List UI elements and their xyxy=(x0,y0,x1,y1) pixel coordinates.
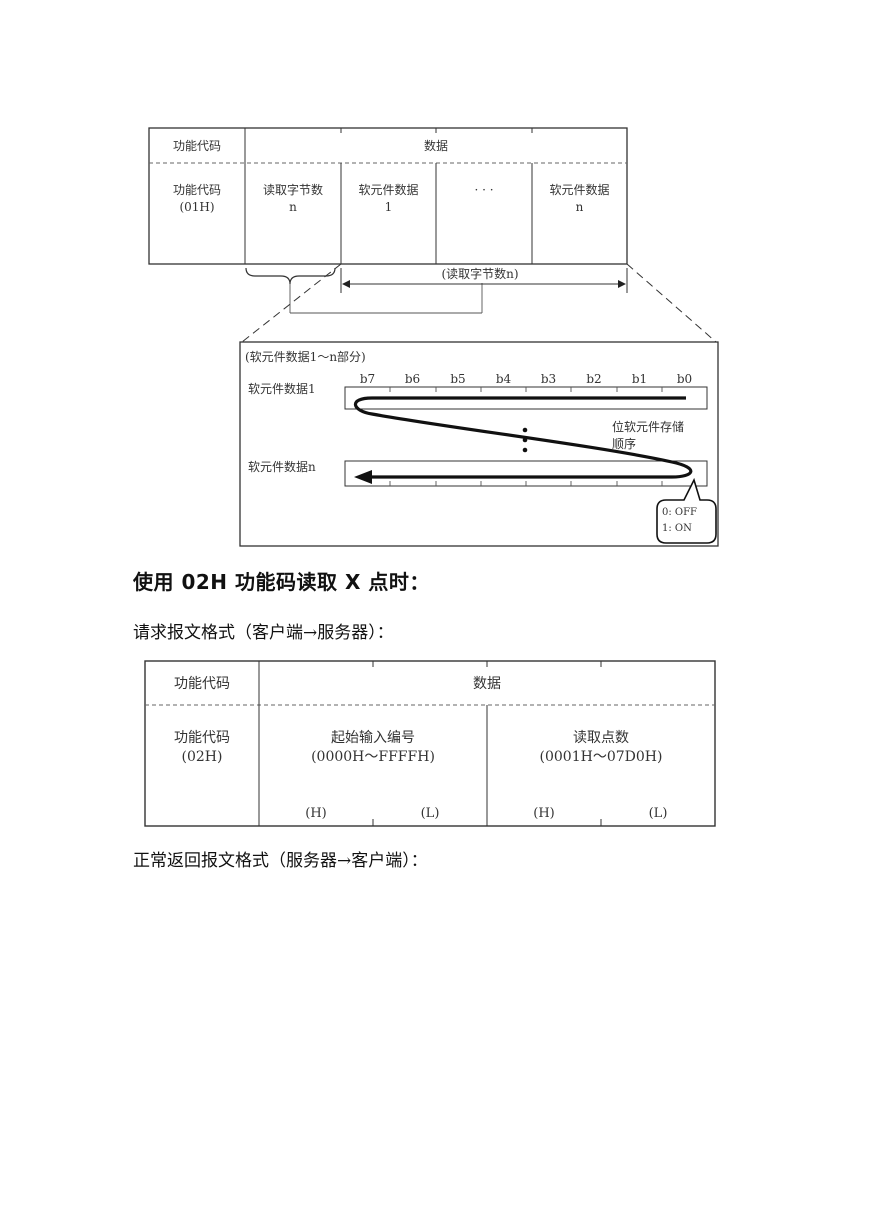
t2-start-low: (L) xyxy=(420,806,440,821)
storage-order-line2: 顺序 xyxy=(612,437,637,451)
t2-func-label: 功能代码 xyxy=(174,730,230,746)
storage-order-label: 位软元件存储 顺序 xyxy=(612,419,712,453)
t1-cell-ellipsis: · · · xyxy=(436,182,532,199)
row1-label-text: 软元件数据1 xyxy=(248,382,316,396)
t1-header-data-text: 数据 xyxy=(423,139,448,153)
bit-label-b7: b7 xyxy=(359,372,376,386)
bit-label-b4: b4 xyxy=(495,372,512,386)
t1-header-data: 数据 xyxy=(245,138,627,155)
response-caption: 正常返回报文格式（服务器→客户端）： xyxy=(133,851,428,871)
table1-frame xyxy=(148,127,719,547)
t2-start-high: (H) xyxy=(305,806,327,821)
t1-bytecount-label: 读取字节数 xyxy=(262,183,323,197)
t2-count-range: (0001H～07D0H) xyxy=(539,749,663,765)
t1-cell-byte-count: 读取字节数 n xyxy=(245,182,341,216)
bit-label-b6: b6 xyxy=(404,372,421,386)
t1-span-label-text: (读取字节数n) xyxy=(441,267,519,281)
t2-header-function-code-text: 功能代码 xyxy=(174,676,230,692)
table2-frame xyxy=(144,660,716,827)
t1-header-function-code-text: 功能代码 xyxy=(172,139,221,153)
t2-count-low: (L) xyxy=(648,806,668,821)
bit-label-b1: b1 xyxy=(631,372,648,386)
bubble-line-off: 0: OFF xyxy=(662,507,697,518)
bit-label-b2: b2 xyxy=(586,372,602,386)
t1-cell-function-code: 功能代码 (01H) xyxy=(149,182,245,216)
section-heading: 使用 02H 功能码读取 X 点时： xyxy=(133,570,430,594)
t1-dev1-label: 软元件数据 xyxy=(358,183,419,197)
t1-devn-label: 软元件数据 xyxy=(549,183,610,197)
bit-labels: b7 b6 b5 b4 b3 b2 b1 b0 xyxy=(345,371,707,387)
t2-start-label: 起始输入编号 xyxy=(331,730,415,746)
t1-ellipsis-text: · · · xyxy=(474,183,494,197)
t2-header-function-code: 功能代码 xyxy=(145,674,259,694)
rown-label-text: 软元件数据n xyxy=(248,460,316,474)
storage-order-line1: 位软元件存储 xyxy=(612,420,685,434)
t1-header-function-code: 功能代码 xyxy=(149,138,245,155)
t2-start-range: (0000H～FFFFH) xyxy=(311,749,435,765)
bit-label-b3: b3 xyxy=(540,372,557,386)
bit-label-b0: b0 xyxy=(676,372,693,386)
bubble-text: 0: OFF 1: ON xyxy=(662,505,716,537)
t1-span-label: (读取字节数n) xyxy=(400,266,560,283)
t2-header-data-text: 数据 xyxy=(473,676,501,692)
t2-count-high: (H) xyxy=(533,806,555,821)
bubble-line-on: 1: ON xyxy=(662,523,692,534)
t1-bytecount-value: n xyxy=(289,200,297,214)
t2-cell-start-input: 起始输入编号 (0000H～FFFFH) xyxy=(259,729,487,767)
detail-caption: (软元件数据1～n部分) xyxy=(245,349,405,366)
rown-label: 软元件数据n xyxy=(248,459,344,476)
t2-header-data: 数据 xyxy=(259,674,715,694)
t1-dev1-value: 1 xyxy=(384,200,393,214)
t1-func-label: 功能代码 xyxy=(172,183,221,197)
t1-devn-value: n xyxy=(575,200,584,214)
request-caption: 请求报文格式（客户端→服务器）： xyxy=(133,623,394,643)
t2-cell-function-code: 功能代码 (02H) xyxy=(145,729,259,767)
t1-cell-device-data-1: 软元件数据 1 xyxy=(341,182,436,216)
bit-label-b5: b5 xyxy=(450,372,466,386)
t1-func-value: (01H) xyxy=(179,200,215,214)
t2-cell-read-count: 读取点数 (0001H～07D0H) xyxy=(487,729,715,767)
t2-func-value: (02H) xyxy=(181,749,223,765)
t1-cell-device-data-n: 软元件数据 n xyxy=(532,182,627,216)
row1-label: 软元件数据1 xyxy=(248,381,344,398)
t2-count-label: 读取点数 xyxy=(573,730,629,746)
detail-caption-text: (软元件数据1～n部分) xyxy=(245,350,366,364)
